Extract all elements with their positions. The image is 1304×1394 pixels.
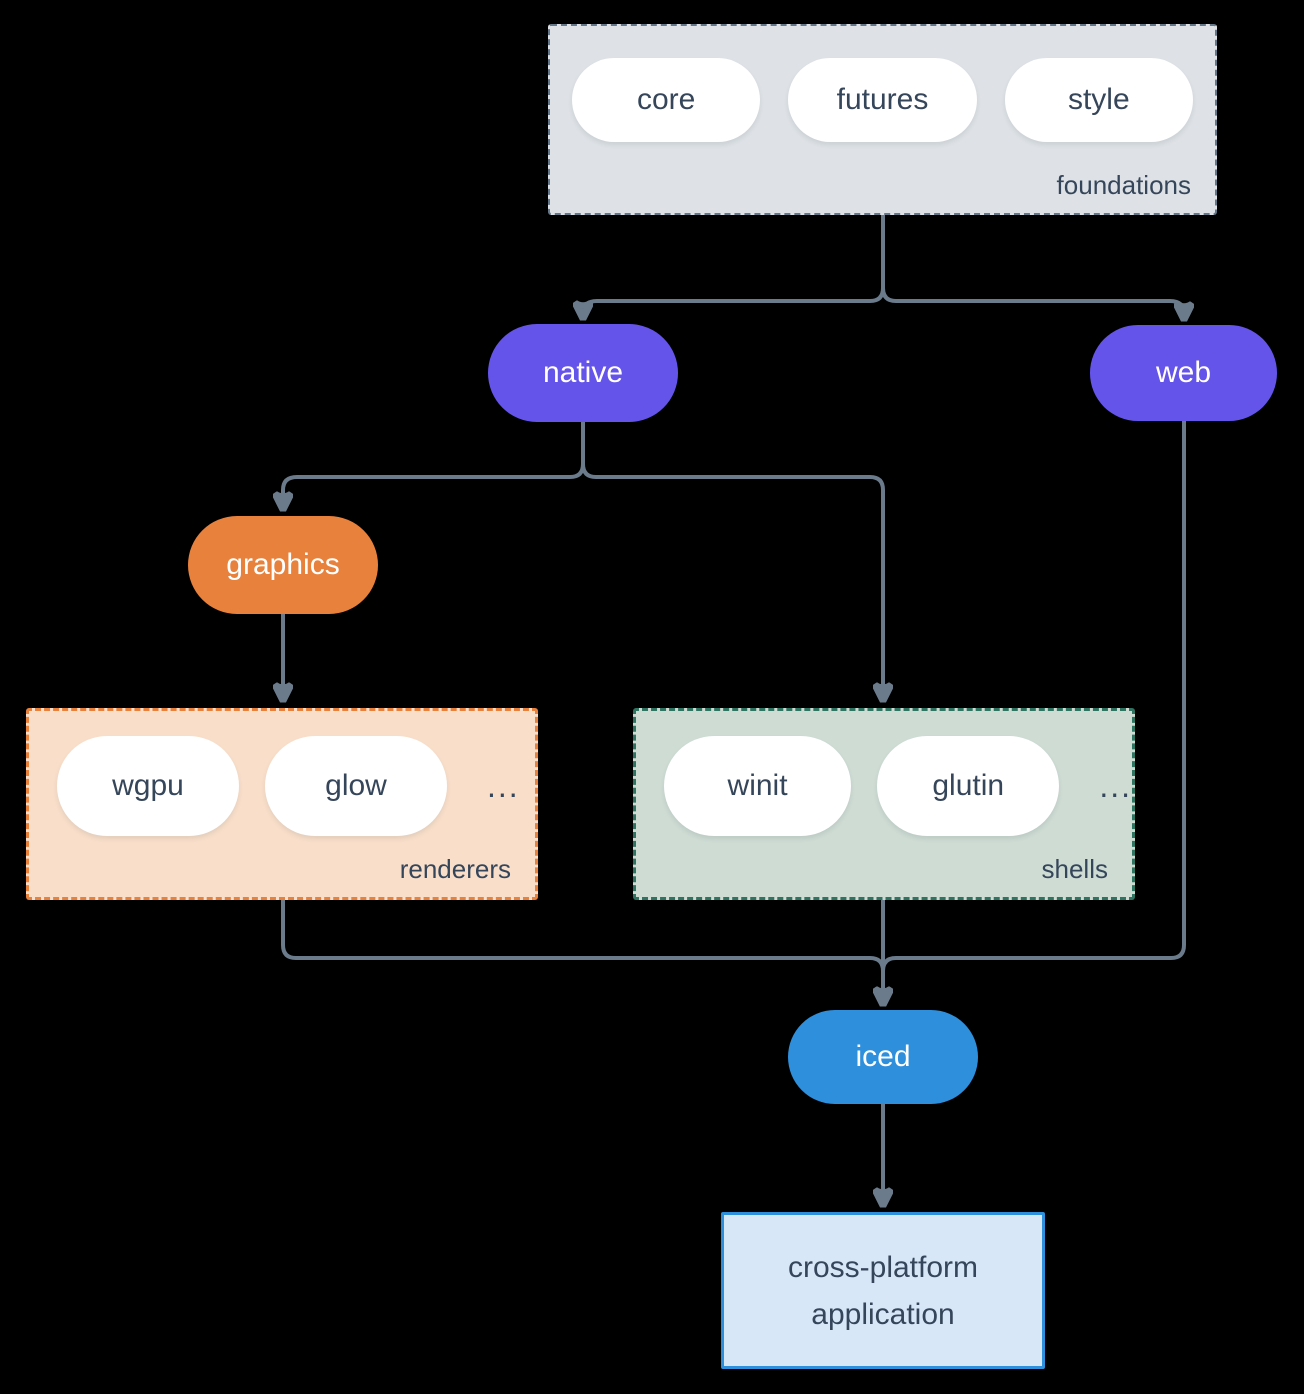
node-style: style	[1004, 58, 1193, 142]
application-label: cross-platform application	[787, 1250, 979, 1331]
connector-foundations-web	[881, 215, 1184, 320]
shells-ellipsis: ...	[1099, 767, 1132, 804]
node-core: core	[572, 58, 761, 142]
group-renderers: wgpu glow ... renderers	[26, 708, 538, 900]
node-wgpu: wgpu	[57, 736, 239, 836]
connector-foundations-native	[583, 215, 885, 319]
node-winit: winit	[664, 736, 852, 836]
node-native: native	[488, 324, 678, 422]
connector-native-shells	[581, 422, 883, 701]
connector-renderers-iced	[281, 900, 883, 1005]
renderers-pill-row: wgpu glow ...	[29, 711, 535, 836]
foundations-pill-row: core futures style	[550, 26, 1215, 142]
group-label-foundations: foundations	[1056, 170, 1191, 200]
node-cross-platform-application: cross-platform application	[721, 1212, 1045, 1369]
node-glow: glow	[265, 736, 447, 836]
renderers-ellipsis: ...	[487, 767, 520, 804]
group-foundations: core futures style foundations	[548, 24, 1217, 215]
node-iced: iced	[788, 1010, 978, 1104]
node-futures: futures	[788, 58, 977, 142]
group-label-renderers: renderers	[399, 854, 511, 884]
connector-native-graphics	[283, 422, 585, 510]
node-web: web	[1090, 325, 1277, 421]
group-label-shells: shells	[1041, 854, 1108, 884]
node-graphics: graphics	[188, 516, 378, 614]
shells-pill-row: winit glutin ...	[636, 711, 1132, 836]
group-shells: winit glutin ... shells	[633, 708, 1135, 900]
node-glutin: glutin	[877, 736, 1060, 836]
